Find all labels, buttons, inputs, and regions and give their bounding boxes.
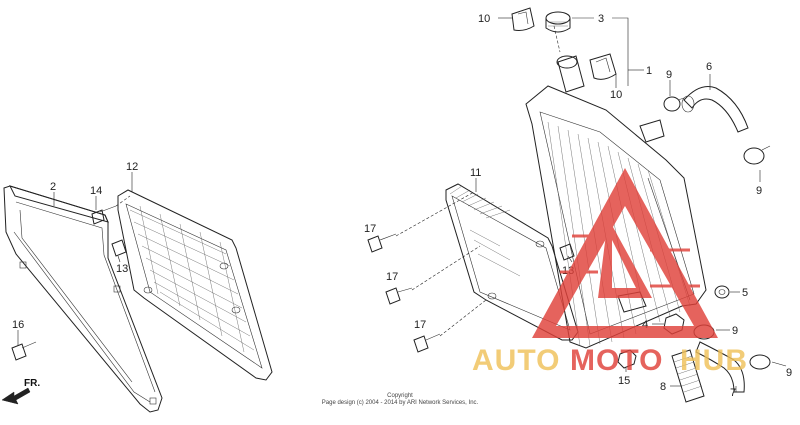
callout-8: 8	[660, 381, 666, 393]
callout-4: 4	[642, 319, 648, 331]
callout-15: 15	[618, 375, 630, 387]
callout-17-top: 17	[364, 223, 376, 235]
shroud-grille-part-12	[117, 189, 273, 381]
callout-9-lower-right: 9	[786, 367, 792, 379]
copyright-notice: Copyright Page design (c) 2004 - 2014 by…	[322, 393, 479, 406]
watermark-text-auto: AUTO	[472, 344, 560, 377]
radiator-cap-part-3	[545, 11, 571, 33]
lower-hose-part-7	[695, 341, 745, 393]
hose-clamp-part-9-right	[743, 145, 771, 165]
callout-labels: 2 12 14 13 16 11 17 17 17 13 10 3 1 10 9…	[12, 13, 792, 399]
callout-9-right: 9	[756, 185, 762, 197]
callout-17-middle: 17	[386, 271, 398, 283]
callout-10-lower: 10	[610, 89, 622, 101]
watermark-text-moto: MOTO	[570, 344, 663, 377]
radiator-shroud-part-2	[3, 185, 163, 413]
leader-lines	[17, 17, 787, 392]
copyright-line-1: Copyright	[387, 393, 413, 399]
collar-part-5	[714, 285, 730, 299]
callout-5: 5	[742, 287, 748, 299]
bolt-part-17-top	[367, 233, 397, 253]
callout-9-lower-mid: 9	[732, 325, 738, 337]
front-direction-indicator: FR.	[1, 378, 40, 405]
callout-1: 1	[646, 65, 652, 77]
callout-14: 14	[90, 185, 102, 197]
watermark-text-hub: HUB	[680, 344, 748, 377]
automotohub-watermark: AUTO MOTO HUB	[472, 168, 748, 377]
rubber-mount-part-10-top	[511, 7, 535, 31]
callout-12: 12	[126, 161, 138, 173]
collar-part-13-left	[111, 239, 127, 257]
callout-7: 7	[730, 387, 736, 399]
upper-hose-part-6	[681, 86, 749, 133]
copyright-line-2: Page design (c) 2004 - 2014 by ARI Netwo…	[322, 400, 479, 406]
bolt-part-17-middle	[385, 287, 413, 305]
callout-6: 6	[706, 61, 712, 73]
collar-part-13-center	[559, 243, 575, 261]
bolt-part-17-bottom	[413, 333, 441, 353]
callout-9-upper: 9	[666, 69, 672, 81]
bolt-part-14	[91, 205, 117, 225]
callout-10-top: 10	[478, 13, 490, 25]
callout-3: 3	[598, 13, 604, 25]
front-label: FR.	[24, 378, 40, 389]
watermark-triangle	[532, 168, 718, 338]
assembly-lines	[115, 25, 561, 337]
bolt-part-16	[11, 341, 37, 361]
callout-2: 2	[50, 181, 56, 193]
radiator-grille-part-11	[445, 183, 579, 341]
drain-spring-part-8	[671, 349, 705, 403]
callout-17-bottom: 17	[414, 319, 426, 331]
callout-16: 16	[12, 319, 24, 331]
hose-clamp-part-9-lower-right	[749, 354, 771, 370]
hose-clamp-part-9-upper	[663, 96, 685, 112]
callout-11: 11	[470, 167, 481, 179]
rubber-mount-part-10-lower	[589, 53, 617, 80]
nut-part-15	[617, 349, 637, 369]
callout-13-left: 13	[116, 263, 128, 275]
